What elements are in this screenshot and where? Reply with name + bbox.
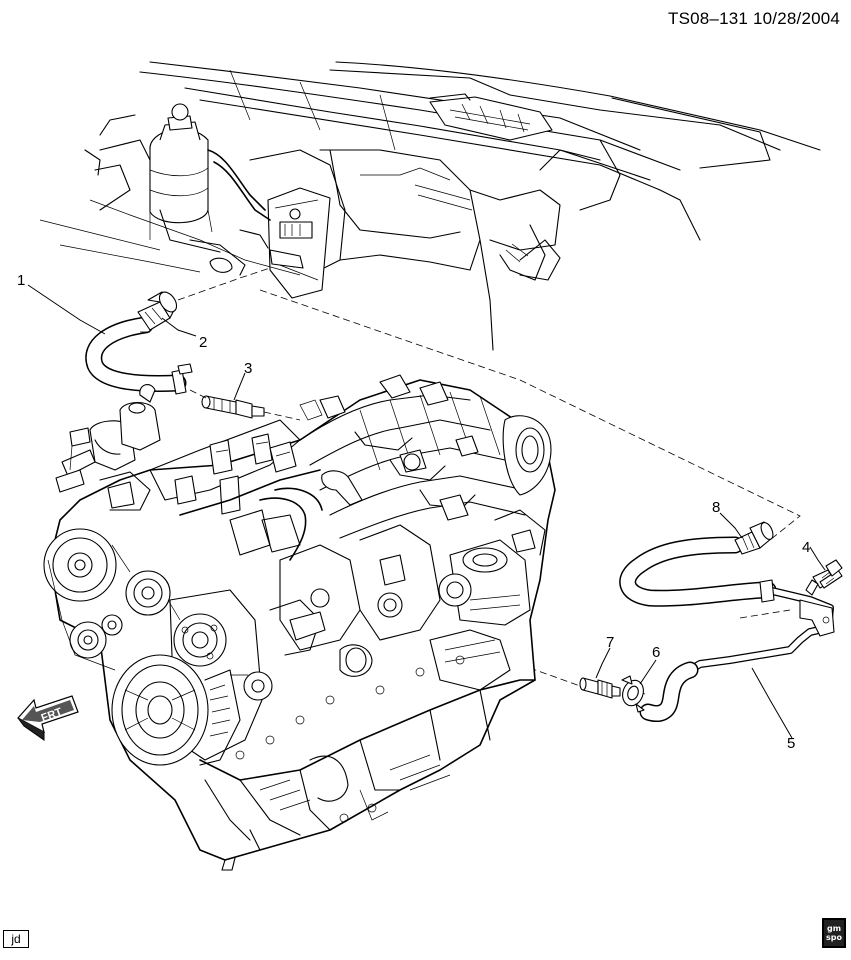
front-direction-arrow: FRT	[17, 695, 79, 741]
hose-clip-6	[621, 675, 645, 713]
illustration-code: TS08–131 10/28/2004	[668, 9, 841, 28]
lower-heater-hose-pipe	[619, 536, 835, 722]
callout-5: 5	[787, 735, 795, 752]
bolt-4	[805, 559, 843, 596]
callout-7: 7	[606, 634, 614, 651]
callout-labels: 1 2 3 4 5 6 7 8	[17, 272, 810, 752]
engine-assembly	[43, 374, 556, 871]
gm-logo-line2: spo	[826, 933, 842, 942]
artist-initials: jd	[3, 930, 29, 948]
callout-leaders	[27, 284, 826, 739]
heater-outlet-fitting-3	[201, 395, 265, 419]
callout-8: 8	[712, 499, 720, 516]
callout-3: 3	[244, 360, 252, 377]
gm-logo-line1: gm	[826, 924, 842, 933]
callout-4: 4	[802, 539, 810, 556]
gm-spo-logo: gm spo	[822, 918, 846, 948]
callout-6: 6	[652, 644, 660, 661]
callout-2: 2	[199, 334, 207, 351]
quick-connect-fitting-2	[137, 291, 178, 331]
engine-coolant-fitting-7	[579, 677, 621, 699]
callout-1: 1	[17, 272, 25, 289]
firewall-body-structure	[39, 61, 821, 351]
